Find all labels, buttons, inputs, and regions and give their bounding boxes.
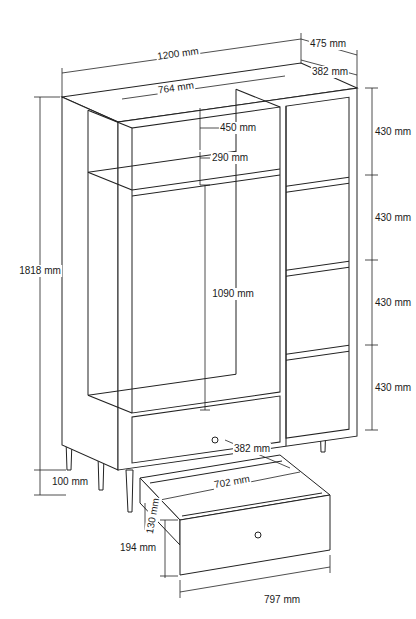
dimension-label: 430 mm <box>374 297 412 309</box>
dimension-label: 430 mm <box>374 382 412 394</box>
dimension-label: 382 mm <box>311 66 349 78</box>
dimension-label: 100 mm <box>51 476 89 488</box>
dimension-label: 1200 mm <box>156 45 201 63</box>
dimension-label: 797 mm <box>263 594 301 606</box>
dimension-label: 475 mm <box>309 38 347 50</box>
dimension-label: 450 mm <box>219 122 257 134</box>
dimension-label: 430 mm <box>374 126 412 138</box>
dimension-label: 290 mm <box>211 152 249 164</box>
dimension-label: 194 mm <box>119 542 157 554</box>
dimension-label: 1818 mm <box>18 265 62 277</box>
dimension-label: 382 mm <box>233 443 271 455</box>
dimension-label: 1090 mm <box>211 288 255 300</box>
dimension-label: 430 mm <box>374 212 412 224</box>
